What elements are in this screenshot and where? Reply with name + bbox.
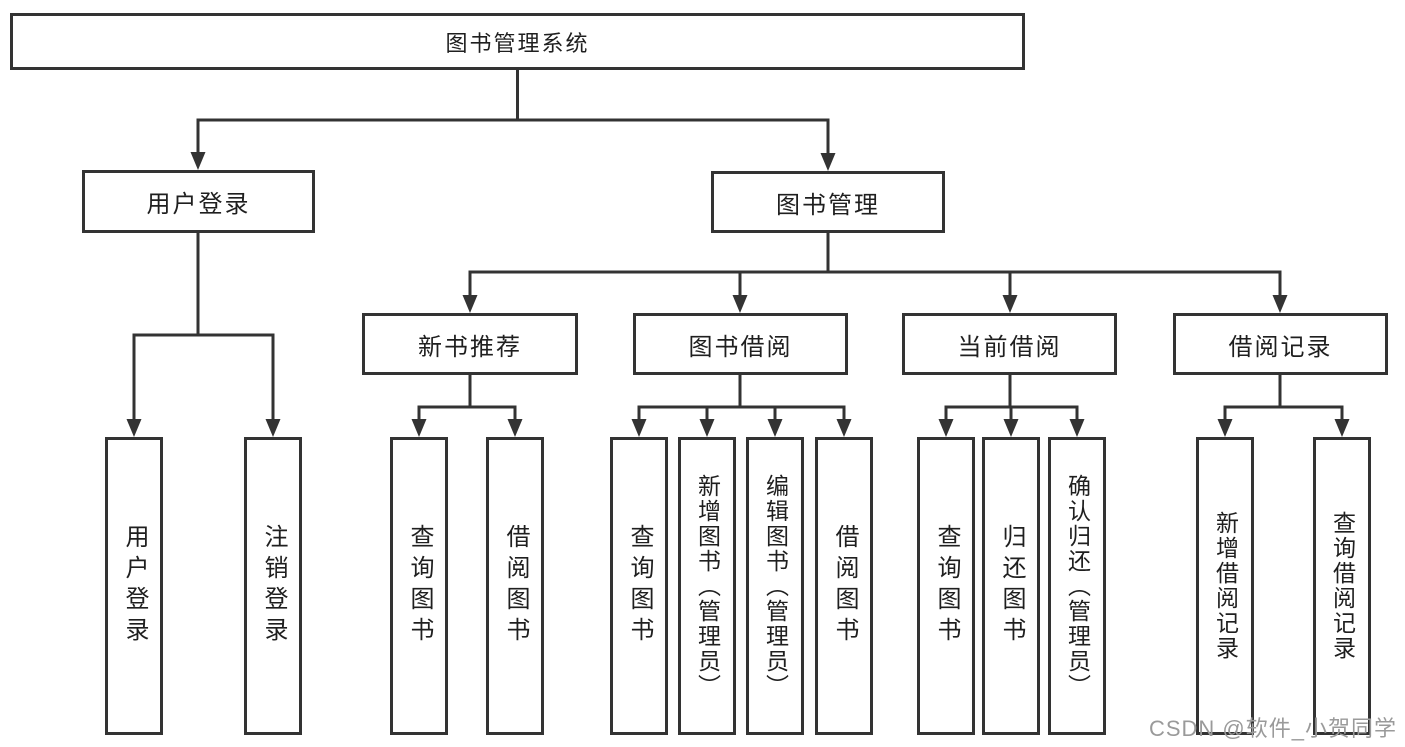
leaf-query-books-current: 查询图书 <box>917 437 975 735</box>
leaf-query-borrow-record: 查询借阅记录 <box>1313 437 1371 735</box>
arrowheads <box>126 152 1350 437</box>
leaf-query-books-recommend: 查询图书 <box>390 437 448 735</box>
node-new-book-recommend: 新书推荐 <box>362 313 578 375</box>
leaf-confirm-return-admin: 确认归还（管理员） <box>1048 437 1106 735</box>
leaf-return-books: 归还图书 <box>982 437 1040 735</box>
leaf-add-books-admin: 新增图书（管理员） <box>678 437 736 735</box>
node-book-management: 图书管理 <box>711 171 945 233</box>
leaf-add-borrow-record: 新增借阅记录 <box>1196 437 1254 735</box>
leaf-query-books-borrow: 查询图书 <box>610 437 668 735</box>
leaf-borrow-books-recommend: 借阅图书 <box>486 437 544 735</box>
leaf-user-login: 用户登录 <box>105 437 163 735</box>
csdn-watermark: CSDN @软件_小贺同学 <box>1148 716 1397 741</box>
leaf-logout: 注销登录 <box>244 437 302 735</box>
leaf-borrow-books: 借阅图书 <box>815 437 873 735</box>
leaf-edit-books-admin: 编辑图书（管理员） <box>746 437 804 735</box>
node-root-system: 图书管理系统 <box>10 13 1025 70</box>
node-user-login: 用户登录 <box>82 170 315 233</box>
node-borrow-records: 借阅记录 <box>1173 313 1388 375</box>
node-book-borrow: 图书借阅 <box>633 313 848 375</box>
node-current-borrow: 当前借阅 <box>902 313 1117 375</box>
